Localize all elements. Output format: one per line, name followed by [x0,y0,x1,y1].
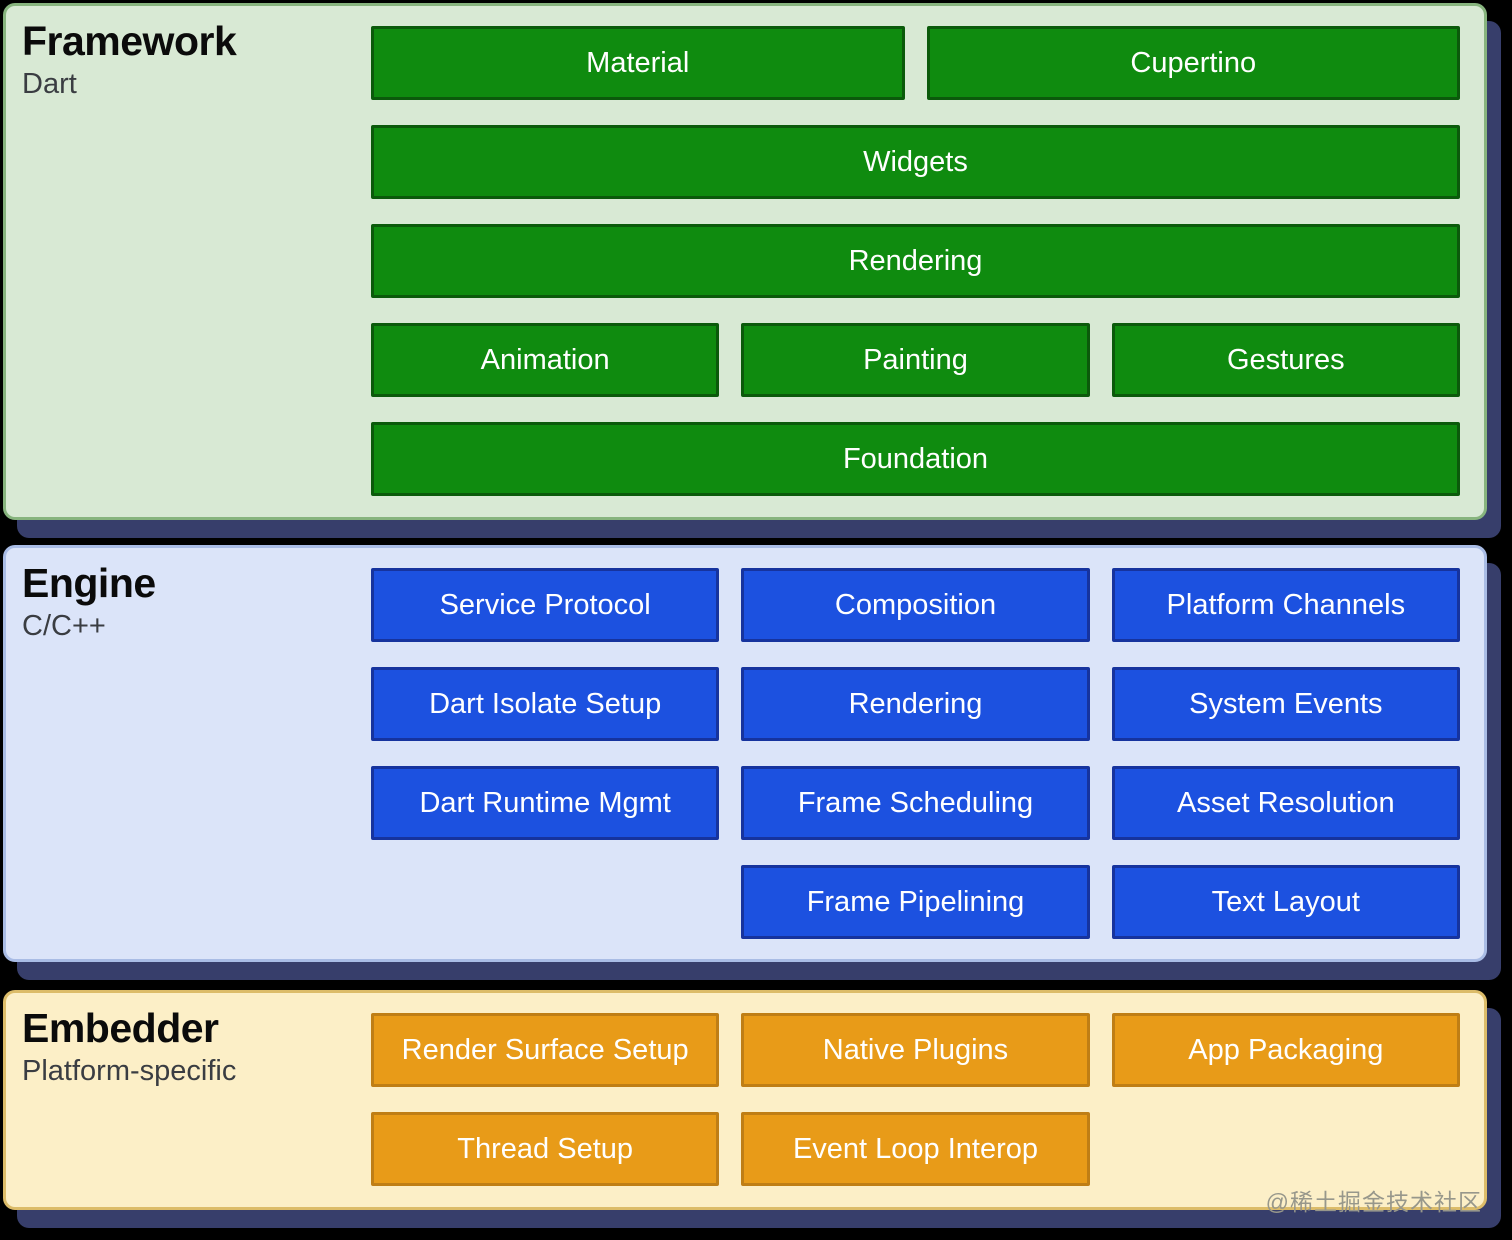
engine-title: Engine [22,560,156,606]
embedder-grid: Render Surface Setup Native Plugins App Pa… [371,1013,1460,1186]
engine-box-frame-scheduling: Frame Scheduling [741,766,1090,840]
framework-box-painting: Painting [741,323,1090,397]
framework-header: Framework Dart [22,18,237,104]
engine-box-dart-runtime-mgmt: Dart Runtime Mgmt [371,766,720,840]
engine-subtitle: C/C++ [22,610,106,643]
embedder-box-thread-setup: Thread Setup [371,1112,720,1186]
engine-box-platform-channels: Platform Channels [1111,568,1460,642]
engine-box-text-layout: Text Layout [1111,865,1460,939]
framework-box-widgets: Widgets [371,125,1460,199]
engine-header: Engine C/C++ [22,560,156,646]
engine-box-system-events: System Events [1111,667,1460,741]
engine-box-asset-resolution: Asset Resolution [1111,766,1460,840]
embedder-box-render-surface-setup: Render Surface Setup [371,1013,720,1087]
engine-grid: Service Protocol Composition Platform Chan… [371,568,1460,939]
engine-layer-panel: Engine C/C++ Service Protocol Composition… [3,545,1487,962]
embedder-layer-panel: Embedder Platform-specific Render Surfac… [3,990,1487,1210]
engine-box-rendering: Rendering [741,667,1090,741]
engine-box-composition: Composition [741,568,1090,642]
framework-title: Framework [22,18,237,64]
framework-subtitle: Dart [22,68,77,101]
watermark: @稀土掘金技术社区 [1265,1189,1482,1215]
embedder-box-native-plugins: Native Plugins [741,1013,1090,1087]
framework-box-material: Material [371,26,905,100]
engine-box-dart-isolate-setup: Dart Isolate Setup [371,667,720,741]
engine-box-service-protocol: Service Protocol [371,568,720,642]
engine-box-frame-pipelining: Frame Pipelining [741,865,1090,939]
embedder-box-app-packaging: App Packaging [1111,1013,1460,1087]
framework-box-gestures: Gestures [1111,323,1460,397]
embedder-subtitle: Platform-specific [22,1055,237,1088]
embedder-title: Embedder [22,1005,219,1051]
framework-box-cupertino: Cupertino [926,26,1460,100]
framework-box-foundation: Foundation [371,422,1460,496]
framework-box-rendering: Rendering [371,224,1460,298]
embedder-header: Embedder Platform-specific [22,1005,236,1091]
embedder-box-event-loop-interop: Event Loop Interop [741,1112,1090,1186]
framework-box-animation: Animation [371,323,720,397]
